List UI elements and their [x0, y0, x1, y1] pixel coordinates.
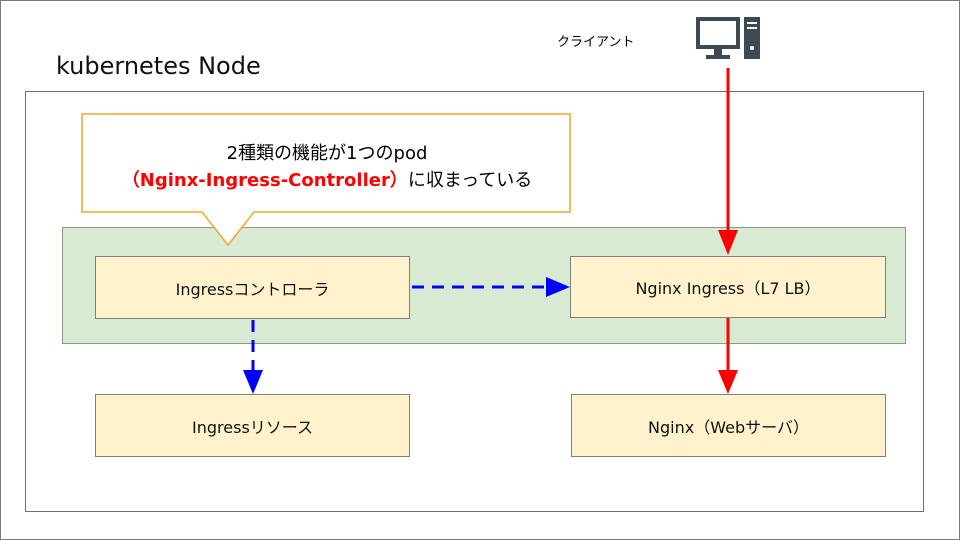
- callout-line-1: 2種類の機能が1つのpod: [226, 143, 428, 164]
- callout-line-2-rest: に収まっている: [407, 170, 533, 191]
- desktop-computer-icon: [696, 17, 760, 59]
- ingress-controller-label: Ingressコントローラ: [175, 279, 330, 299]
- ingress-resource-label: Ingressリソース: [192, 417, 313, 437]
- client-to-nginx-ingress-arrow: [718, 68, 738, 255]
- node-title: kubernetes Node: [56, 52, 261, 80]
- nginx-ingress-to-web-arrow: [718, 318, 738, 394]
- ingress-controller-box: Ingressコントローラ: [95, 256, 410, 319]
- client-label: クライアント: [557, 35, 635, 50]
- nginx-ingress-label: Nginx Ingress（L7 LB）: [635, 279, 821, 298]
- nginx-web-server-label: Nginx（Webサーバ）: [648, 417, 809, 437]
- ingress-resource-box: Ingressリソース: [95, 394, 410, 457]
- controller-to-nginx-ingress-arrow: [412, 277, 570, 297]
- nginx-web-server-box: Nginx（Webサーバ）: [571, 394, 886, 457]
- callout-line-2: （Nginx-Ingress-Controller）に収まっている: [86, 167, 568, 194]
- callout-highlight: （Nginx-Ingress-Controller）: [121, 170, 408, 191]
- controller-to-ingress-resource-arrow: [243, 320, 263, 394]
- callout-text: 2種類の機能が1つのpod （Nginx-Ingress-Controller）…: [86, 140, 568, 194]
- nginx-ingress-box: Nginx Ingress（L7 LB）: [570, 256, 886, 318]
